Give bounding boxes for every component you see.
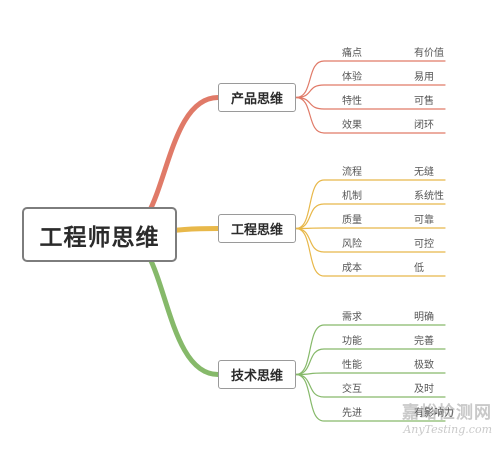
- leaf-term: 效果: [342, 120, 362, 131]
- leaf-value: 无缝: [414, 167, 434, 178]
- leaf-connector: [295, 373, 446, 422]
- leaf-term: 质量: [342, 215, 362, 226]
- leaf-connector: [295, 203, 446, 230]
- branch-node[interactable]: 技术思维: [218, 360, 296, 389]
- leaf-connector: [295, 372, 446, 376]
- leaf-value: 闭环: [414, 120, 434, 131]
- leaf-connector: [295, 84, 446, 99]
- leaf-value: 明确: [414, 312, 434, 323]
- watermark: 嘉峪检测网 AnyTesting.com: [352, 398, 492, 436]
- leaf-term: 痛点: [342, 48, 362, 59]
- leaf-value: 系统性: [414, 191, 444, 202]
- watermark-en: AnyTesting.com: [403, 423, 492, 436]
- leaf-value: 有价值: [414, 48, 444, 59]
- leaf-term: 交互: [342, 384, 362, 395]
- leaf-connector: [295, 179, 446, 230]
- branch-node[interactable]: 产品思维: [218, 83, 296, 112]
- leaf-value: 极致: [414, 360, 434, 371]
- leaf-term: 特性: [342, 96, 362, 107]
- branch-node[interactable]: 工程思维: [218, 214, 296, 243]
- leaf-value: 易用: [414, 72, 434, 83]
- leaf-connector: [295, 227, 446, 277]
- leaf-term: 机制: [342, 191, 362, 202]
- leaf-term: 性能: [342, 360, 362, 371]
- leaf-term: 功能: [342, 336, 362, 347]
- leaf-value: 有影响力: [414, 408, 454, 419]
- root-node[interactable]: 工程师思维: [22, 207, 177, 262]
- leaf-term: 先进: [342, 408, 362, 419]
- leaf-value: 可售: [414, 96, 434, 107]
- leaf-connector: [295, 96, 446, 134]
- leaf-connector: [295, 227, 446, 230]
- leaf-term: 流程: [342, 167, 362, 178]
- leaf-term: 成本: [342, 263, 362, 274]
- leaf-value: 低: [414, 263, 424, 274]
- leaf-value: 可靠: [414, 215, 434, 226]
- leaf-connector: [295, 324, 446, 376]
- watermark-cn: 嘉峪检测网: [402, 403, 492, 423]
- leaf-value: 完善: [414, 336, 434, 347]
- leaf-connector: [295, 60, 446, 99]
- leaf-value: 及时: [414, 384, 434, 395]
- leaf-term: 需求: [342, 312, 362, 323]
- leaf-term: 体验: [342, 72, 362, 83]
- leaf-term: 风险: [342, 239, 362, 250]
- leaf-value: 可控: [414, 239, 434, 250]
- leaf-connector: [295, 348, 446, 376]
